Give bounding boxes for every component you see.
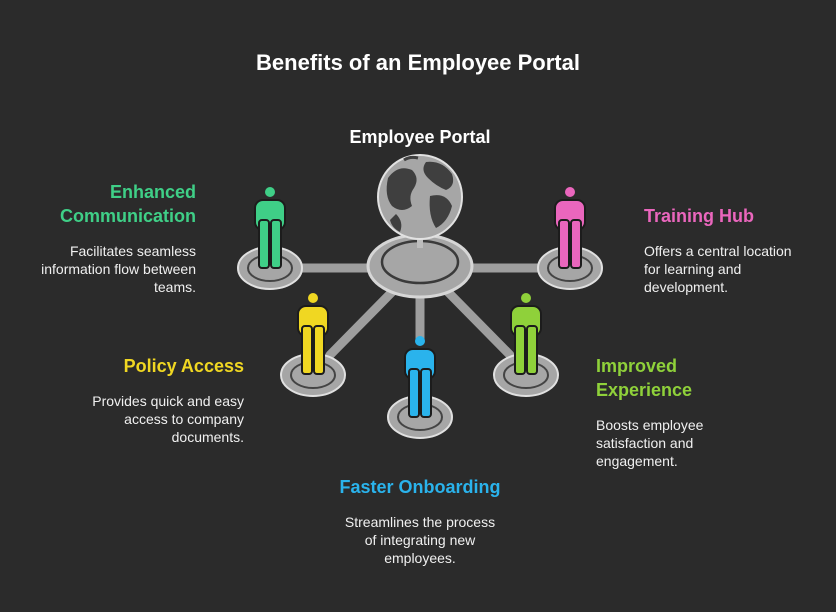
globe-icon xyxy=(377,154,463,248)
experience-desc-line2: satisfaction and xyxy=(596,435,694,451)
communication-desc-line3: teams. xyxy=(153,279,196,295)
policy-desc-line1: Provides quick and easy xyxy=(92,393,244,409)
training-desc-line2: for learning and xyxy=(644,261,742,277)
connectors xyxy=(295,263,545,360)
connector-experience xyxy=(443,287,515,360)
node-onboarding: Faster Onboarding Streamlines the proces… xyxy=(300,475,540,567)
hub-label: Employee Portal xyxy=(349,127,491,147)
policy-desc-line3: documents. xyxy=(171,429,244,445)
person-onboarding xyxy=(387,336,453,439)
experience-desc-line3: engagement. xyxy=(596,453,678,469)
experience-title-line1: Improved xyxy=(596,356,678,376)
person-experience xyxy=(493,293,559,397)
person-training xyxy=(537,187,603,290)
person-policy xyxy=(280,293,346,397)
onboarding-desc-line2: of integrating new xyxy=(364,532,476,548)
communication-title-line1: Enhanced xyxy=(109,182,196,202)
training-desc-line3: development. xyxy=(644,279,729,295)
person-communication xyxy=(237,187,303,290)
node-policy: Policy Access Provides quick and easy ac… xyxy=(24,354,244,446)
node-training: Training Hub Offers a central location f… xyxy=(644,204,829,296)
training-desc-line1: Offers a central location xyxy=(644,243,792,259)
policy-desc-line2: access to company xyxy=(124,411,244,427)
node-experience: Improved Experience Boosts employee sati… xyxy=(596,354,816,470)
communication-title-line2: Communication xyxy=(59,206,196,226)
training-title: Training Hub xyxy=(644,206,754,226)
onboarding-desc-line1: Streamlines the process xyxy=(344,514,496,530)
communication-desc-line2: information flow between xyxy=(41,261,196,277)
connector-policy xyxy=(325,287,397,360)
node-communication: Enhanced Communication Facilitates seaml… xyxy=(0,180,196,296)
diagram-title: Benefits of an Employee Portal xyxy=(256,50,580,75)
experience-desc-line1: Boosts employee xyxy=(596,417,704,433)
onboarding-desc-line3: employees. xyxy=(384,550,456,566)
communication-desc-line1: Facilitates seamless xyxy=(69,243,196,259)
experience-title-line2: Experience xyxy=(596,380,693,400)
onboarding-title: Faster Onboarding xyxy=(339,477,501,497)
policy-title: Policy Access xyxy=(123,356,244,376)
